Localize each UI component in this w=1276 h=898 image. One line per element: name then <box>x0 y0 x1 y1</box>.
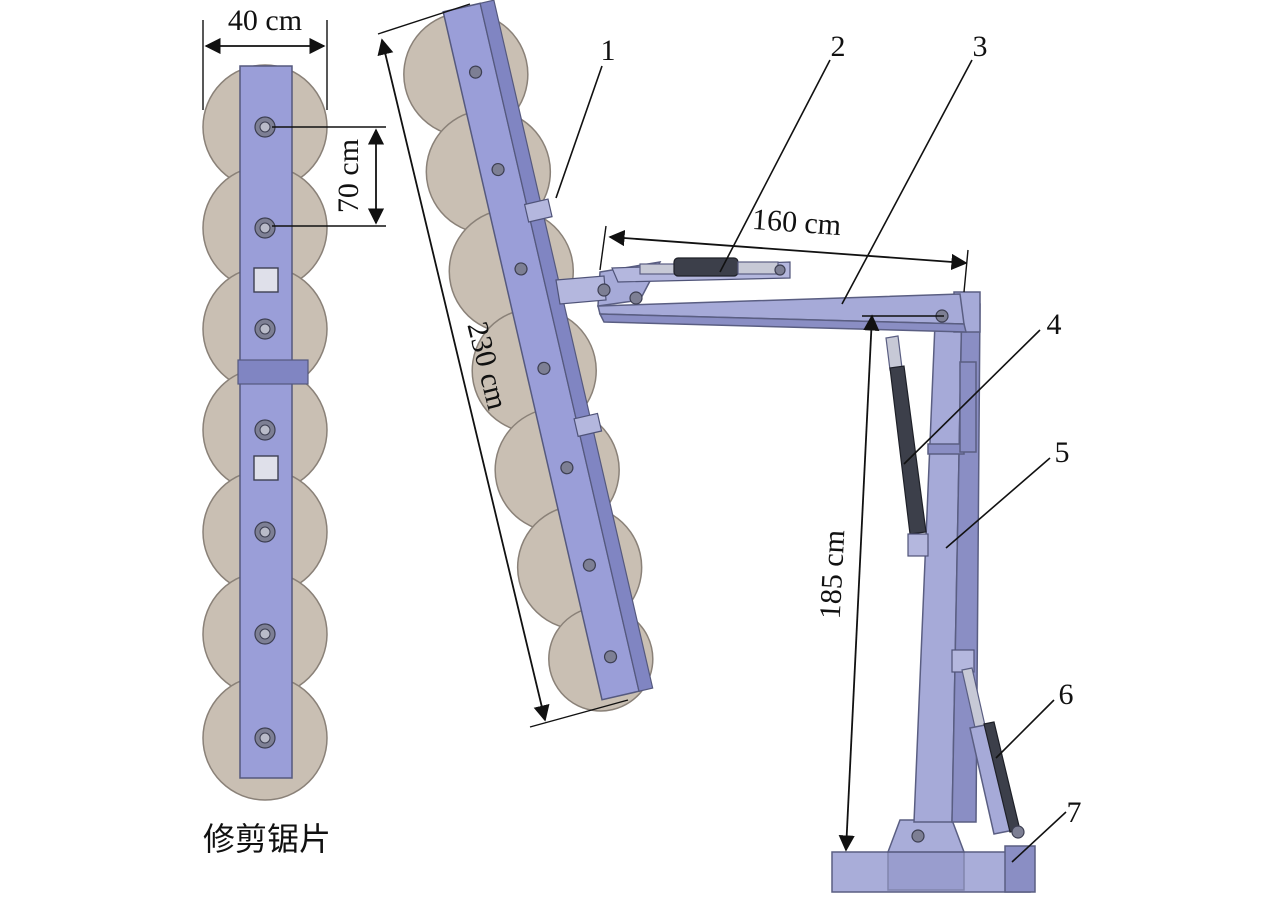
base-end-block <box>1004 845 1036 893</box>
bolts-front <box>254 116 276 749</box>
dimension-extension-line <box>599 225 607 271</box>
bolt-core <box>259 222 271 234</box>
callout-7: 7 <box>1067 796 1082 829</box>
tilted-blade-assembly <box>403 0 654 712</box>
column-slide-plate <box>959 361 977 453</box>
tilted-blades <box>403 0 654 712</box>
column-base-gusset <box>886 819 966 853</box>
column-height-dimension-label: 185 cm <box>814 529 852 620</box>
bolt-core <box>259 323 271 335</box>
motor-bracket <box>573 412 603 438</box>
vertical-column <box>913 291 981 823</box>
gusset-shadow <box>887 851 965 891</box>
cylinder-barrel <box>889 365 927 535</box>
spacing-dimension-label: 70 cm <box>332 139 365 213</box>
cylinder-pin <box>774 264 786 276</box>
dimension-extension-line <box>529 699 629 728</box>
bolt-core <box>259 526 271 538</box>
bolt <box>560 461 574 475</box>
bolt-core <box>259 121 271 133</box>
callout-leader <box>555 65 603 199</box>
bolt-core <box>259 732 271 744</box>
machine-side-view: 230 cm 160 cm 185 cm 1 2 3 4 5 6 7 <box>377 0 1082 893</box>
callout-leader <box>903 329 1041 465</box>
motor-mount-square <box>253 455 279 481</box>
cylinder-pin <box>629 291 643 305</box>
cylinder-barrel <box>673 257 739 277</box>
bar-connector <box>555 275 607 305</box>
bar-joint-plate <box>237 359 309 385</box>
blade-caption: 修剪锯片 <box>203 820 331 858</box>
callout-leader <box>719 59 831 273</box>
bar-length-dimension-line <box>377 38 550 722</box>
dimension-extension-line <box>377 3 471 35</box>
cylinder-pin <box>1011 825 1025 839</box>
column-height-dimension-line <box>838 314 880 852</box>
callout-leader <box>841 59 973 305</box>
column-collar <box>927 443 965 455</box>
callout-leader <box>995 699 1055 759</box>
base-hydraulic-cylinder <box>951 649 1025 839</box>
blade-front-view: 40 cm 70 cm 修剪锯片 <box>202 4 386 858</box>
callout-1: 1 <box>601 34 616 67</box>
callout-5: 5 <box>1055 436 1070 469</box>
connector-pin <box>597 283 611 297</box>
cylinder-rod <box>885 335 903 371</box>
callout-leader <box>945 457 1051 549</box>
arm-length-dimension-line <box>608 229 968 271</box>
cylinder-rod <box>737 261 779 275</box>
bolt-core <box>259 628 271 640</box>
bolt-core <box>259 424 271 436</box>
motor-mount-square <box>253 267 279 293</box>
callout-2: 2 <box>831 30 846 63</box>
bolt <box>603 650 618 664</box>
callout-3: 3 <box>973 30 988 63</box>
dimension-extension-line <box>963 249 969 293</box>
column-hydraulic-cylinder <box>885 335 929 557</box>
cylinder-mount <box>907 533 929 557</box>
bolt <box>582 558 597 572</box>
width-dimension-label: 40 cm <box>228 4 302 37</box>
arm-length-dimension-label: 160 cm <box>751 203 842 242</box>
base-pivot-pin <box>911 829 925 843</box>
callout-6: 6 <box>1059 678 1074 711</box>
callout-4: 4 <box>1047 308 1062 341</box>
callout-leader <box>1011 811 1067 863</box>
